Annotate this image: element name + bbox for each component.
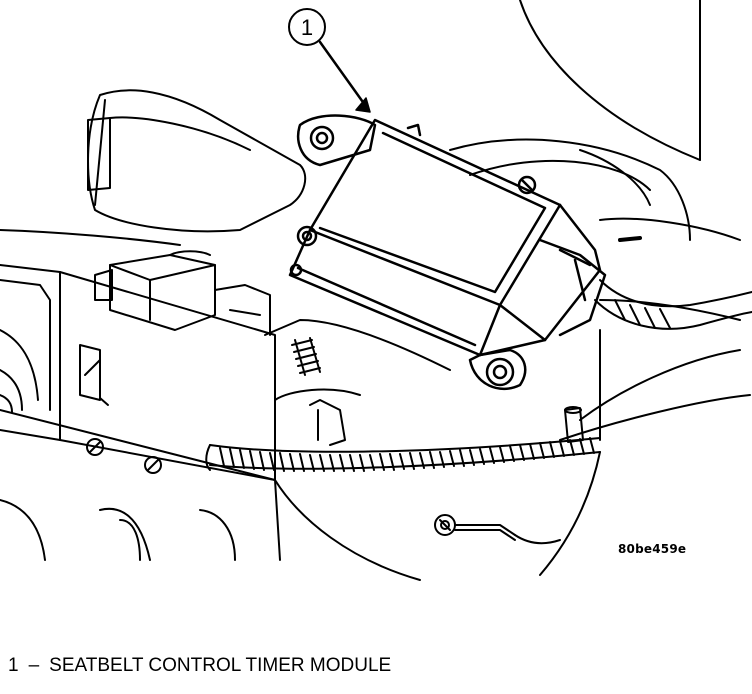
serrated-rail — [205, 437, 601, 581]
console-housing — [0, 229, 281, 561]
callout-1: 1 — [288, 8, 371, 113]
module-illustration: 1 — [0, 0, 752, 581]
ground-bolt — [434, 514, 561, 545]
spring — [291, 337, 321, 376]
background-contours — [449, 0, 751, 441]
seatbelt-control-timer-module — [288, 114, 607, 391]
legend-label: SEATBELT CONTROL TIMER MODULE — [49, 655, 392, 676]
legend-number: 1 — [8, 655, 19, 676]
figure-code: 80be459e — [618, 542, 687, 556]
callout-number: 1 — [301, 15, 313, 40]
wire-harness — [594, 279, 752, 330]
seatbelt-buckle — [87, 89, 307, 233]
legend-separator: – — [28, 655, 40, 676]
legend-item: 1–SEATBELT CONTROL TIMER MODULE — [8, 655, 391, 677]
mounting-bracket — [264, 319, 601, 481]
connector-block — [94, 250, 271, 336]
